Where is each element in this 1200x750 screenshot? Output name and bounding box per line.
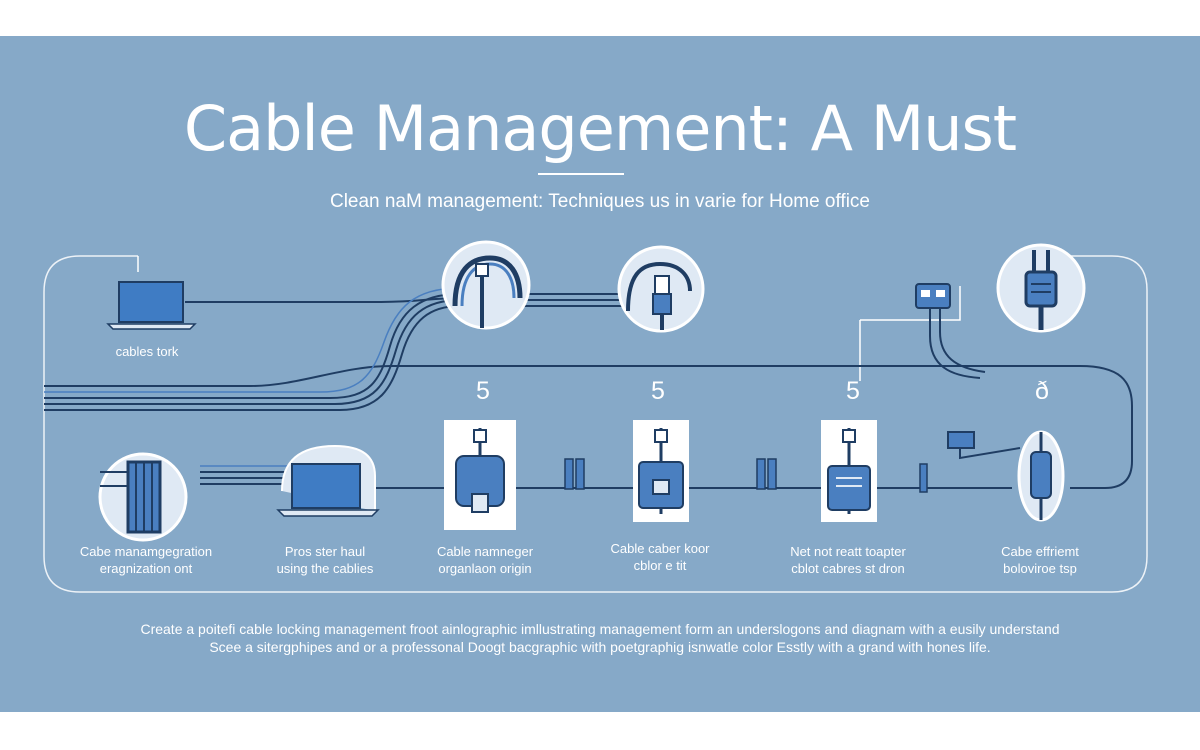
small-adapter-icon	[947, 431, 1021, 460]
title-underline	[538, 173, 624, 175]
laptop-icon-bottom	[276, 444, 380, 517]
laptop-label: cables tork	[115, 344, 179, 359]
laptop-icon-top	[106, 281, 197, 330]
power-plug-circle-icon	[996, 243, 1086, 333]
adapter-callout-line	[859, 286, 961, 381]
cable-organizer-circle-icon	[98, 452, 188, 542]
usb-plug-circle-icon	[617, 245, 705, 333]
step-number-4: ð	[1035, 377, 1049, 405]
footer-line-1: Create a poitefi cable locking managemen…	[140, 621, 1060, 637]
adapter-icon	[915, 283, 951, 309]
page-title: Cable Management: A Must	[183, 92, 1017, 165]
main-cable-bundle	[44, 293, 1133, 489]
cable-clip-circle-icon	[441, 240, 531, 330]
cable-clip-icons	[564, 458, 928, 493]
diagram-frame	[43, 255, 1148, 593]
footer-caption: Create a poitefi cable locking managemen…	[0, 620, 1200, 656]
card-cable-manager	[444, 420, 516, 530]
step-number-2: 5	[651, 377, 665, 405]
card-cable-box	[633, 420, 689, 522]
page-subtitle: Clean naM management: Techniques us in v…	[329, 191, 871, 212]
cable-accent-bundle	[44, 287, 461, 467]
footer-line-2: Scee a sitergphipes and or a professonal…	[209, 639, 991, 655]
power-strip-circle-icon	[1017, 430, 1065, 522]
infographic-panel: Cable Management: A Must Clean naM manag…	[0, 36, 1200, 712]
step-number-1: 5	[476, 377, 490, 405]
card-adapter	[821, 420, 877, 522]
step-number-3: 5	[846, 377, 860, 405]
cable-diagram	[43, 240, 1148, 593]
